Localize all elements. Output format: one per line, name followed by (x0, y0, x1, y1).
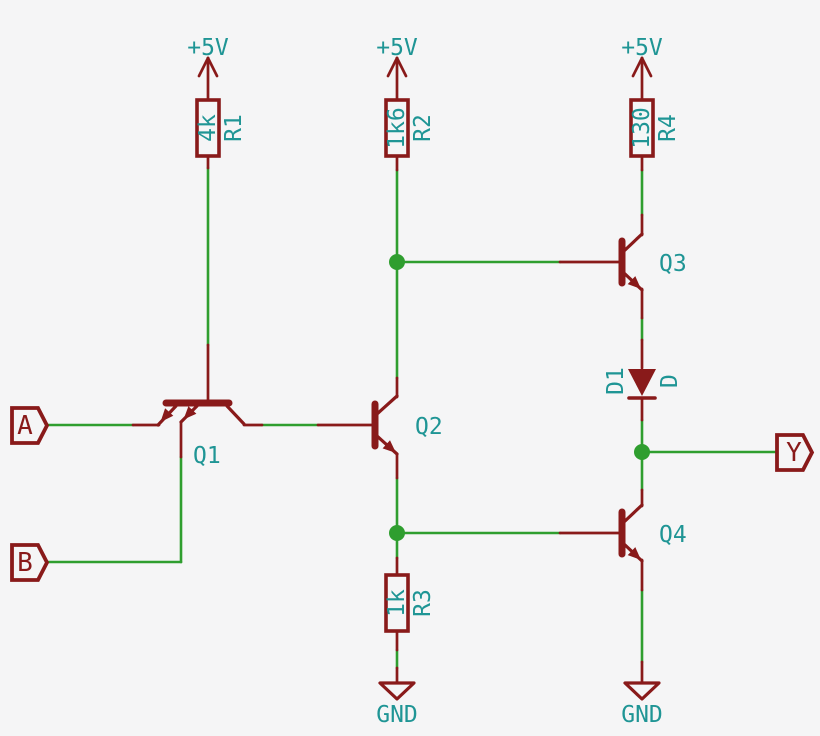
gnd-symbol-2: GND (621, 660, 663, 728)
junctions (389, 254, 650, 541)
gnd-symbol-1: GND (376, 666, 418, 728)
port-b: B (10, 543, 50, 582)
q4-ref: Q4 (659, 522, 687, 548)
q2-emitter-arrow (382, 440, 396, 453)
resistor-value: 1k (384, 589, 410, 617)
port-a-label: A (17, 411, 33, 441)
q4-emitter-arrow (627, 547, 641, 560)
junction-dot-output (634, 444, 650, 460)
resistor-value: 1k6 (384, 107, 410, 149)
resistor-r1: 4k R1 (195, 98, 247, 170)
port-y-shape (775, 433, 815, 472)
q1-collector-diag (225, 404, 246, 426)
gnd-triangle (378, 681, 416, 701)
q4-collector-diag (622, 503, 644, 524)
port-a-shape (10, 406, 50, 445)
resistor-r2: 1k6 R2 (384, 98, 436, 172)
q2-ref: Q2 (415, 414, 443, 440)
port-a: A (10, 406, 50, 445)
resistor-value: 130 (629, 107, 655, 149)
transistor-q2: Q2 (316, 376, 443, 480)
resistor-body (629, 98, 655, 158)
q2-collector-diag (375, 394, 399, 416)
d1-triangle (628, 369, 656, 396)
resistor-ref: R4 (655, 114, 681, 142)
resistor-body (195, 98, 221, 158)
resistor-ref: R2 (410, 114, 436, 142)
power-arrow-left (386, 56, 399, 78)
power-arrow-left (631, 56, 644, 78)
power-arrow-right (395, 56, 408, 78)
resistor-body (384, 573, 410, 633)
port-b-label: B (17, 548, 33, 578)
d1-ref: D1 (603, 367, 629, 395)
resistor-value: 4k (195, 114, 221, 142)
power-label: +5V (376, 35, 418, 61)
power-label: +5V (621, 35, 663, 61)
d1-value: D (657, 374, 683, 388)
port-y-label: Y (786, 438, 802, 468)
resistor-r3: 1k R3 (384, 556, 436, 652)
resistor-body (384, 98, 410, 158)
q1-ref: Q1 (193, 443, 221, 469)
resistor-r4: 130 R4 (629, 98, 681, 172)
resistor-ref: R3 (410, 589, 436, 617)
power-arrow-right (640, 56, 653, 78)
power-flag-2: +5V (376, 35, 418, 102)
q1-emitter2-arrow (183, 406, 197, 420)
transistor-q3: Q3 (558, 213, 687, 320)
power-label: +5V (187, 35, 229, 61)
power-flag-3: +5V (621, 35, 663, 102)
junction-dot-q3-base (389, 254, 405, 270)
port-y: Y (775, 433, 815, 472)
gnd-triangle (623, 681, 661, 701)
power-flag-1: +5V (187, 35, 229, 102)
q1-emitter1-arrow (160, 408, 174, 422)
q3-emitter-arrow (627, 276, 641, 289)
transistor-q1: Q1 (131, 343, 264, 469)
diode-d1: D1 D (603, 338, 683, 422)
port-b-shape (10, 543, 50, 582)
power-arrow-left (197, 56, 210, 78)
power-arrow-right (206, 56, 219, 78)
q3-collector-diag (622, 232, 644, 253)
gnd-label: GND (376, 702, 418, 728)
junction-dot-q4-base (389, 525, 405, 541)
q3-ref: Q3 (659, 251, 687, 277)
resistor-ref: R1 (221, 114, 247, 142)
transistor-q4: Q4 (558, 488, 687, 592)
gnd-label: GND (621, 702, 663, 728)
